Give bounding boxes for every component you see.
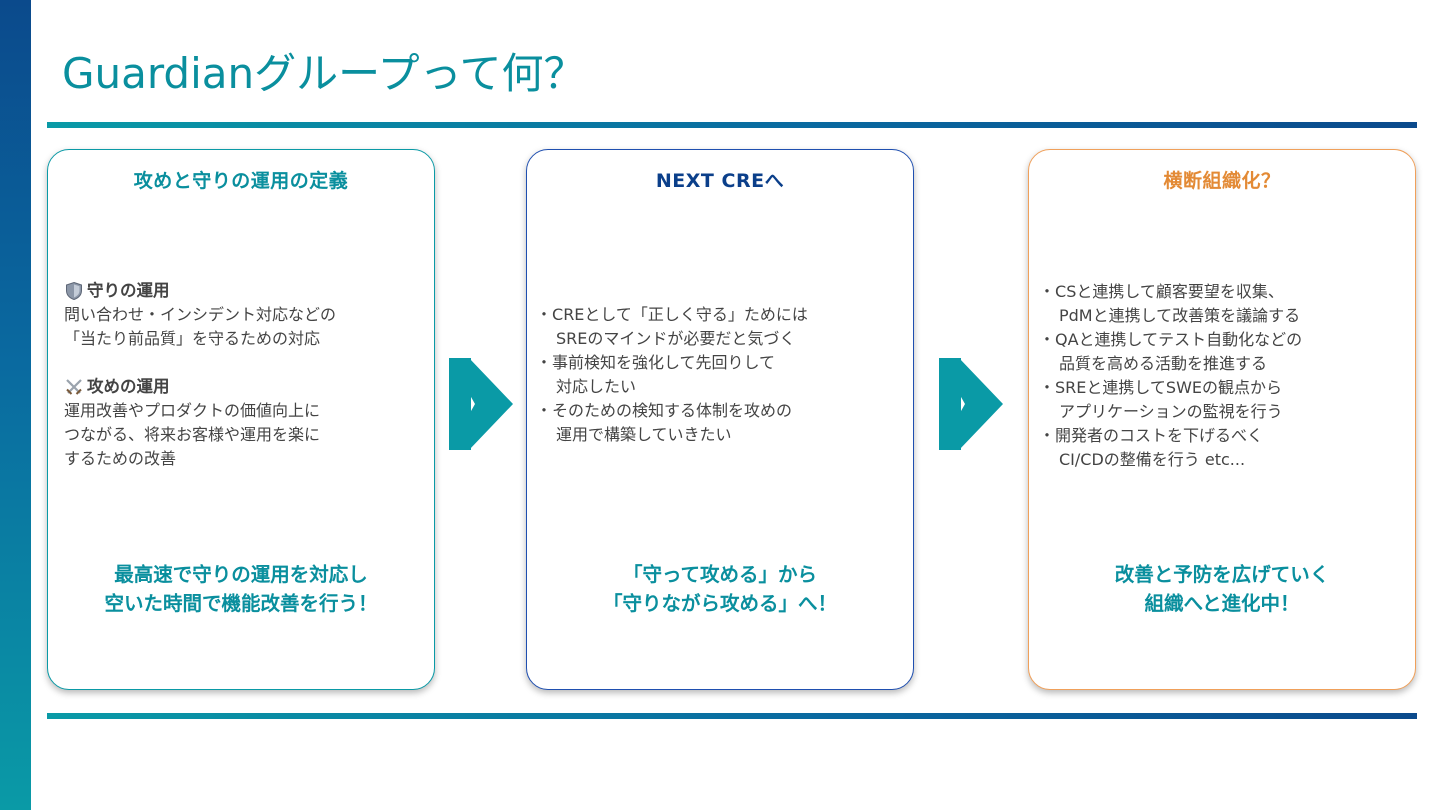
- offense-section: 攻めの運用 運用改善やプロダクトの価値向上に つながる、将来お客様や運用を楽に …: [64, 375, 336, 471]
- bullet-list: CSと連携して顧客要望を収集、 PdMと連携して改善策を議論する QAと連携して…: [1045, 280, 1302, 472]
- footer-line: 「守って攻める」から: [622, 563, 818, 586]
- footer-line: 「守りながら攻める」へ！: [602, 592, 837, 615]
- right-arrow-icon: [449, 358, 513, 450]
- slide-title: Guardianグループって何？: [62, 49, 586, 98]
- footer-line: 空いた時間で機能改善を行う！: [104, 592, 378, 615]
- section-heading: 攻めの運用: [64, 375, 336, 399]
- list-item: 開発者のコストを下げるべく CI/CDの整備を行う etc...: [1045, 424, 1302, 472]
- bullet-line: そのための検知する体制を攻めの: [542, 399, 808, 423]
- card-footer: 「守って攻める」から 「守りながら攻める」へ！: [527, 560, 913, 618]
- card-ops-definition: 攻めと守りの運用の定義 守りの運用 問い合わせ・インシデント対応などの 「当たり…: [47, 149, 435, 690]
- bullet-list: CREとして「正しく守る」ためには SREのマインドが必要だと気づく 事前検知を…: [542, 303, 808, 447]
- shield-icon: [64, 281, 84, 301]
- list-item: 事前検知を強化して先回りして 対応したい: [542, 351, 808, 399]
- bullet-line: 事前検知を強化して先回りして: [542, 351, 808, 375]
- bullet-line: 開発者のコストを下げるべく: [1045, 424, 1302, 448]
- list-item: そのための検知する体制を攻めの 運用で構築していきたい: [542, 399, 808, 447]
- defense-section: 守りの運用 問い合わせ・インシデント対応などの 「当たり前品質」を守るための対応: [64, 279, 336, 351]
- section-line: 問い合わせ・インシデント対応などの: [64, 305, 337, 324]
- bottom-divider: [47, 713, 1417, 719]
- card-title: 攻めと守りの運用の定義: [133, 170, 349, 192]
- card-title: NEXT CREへ: [655, 170, 785, 192]
- section-heading: 守りの運用: [64, 279, 336, 303]
- bullet-line: SREと連携してSWEの観点から: [1045, 376, 1302, 400]
- bullet-line: CREとして「正しく守る」ためには: [542, 303, 808, 327]
- left-accent-bar: [0, 0, 31, 810]
- bullet-line: PdMと連携して改善策を議論する: [1059, 306, 1301, 325]
- bullet-line: 品質を高める活動を推進する: [1059, 354, 1268, 373]
- card-next-cre: NEXT CREへ CREとして「正しく守る」ためには SREのマインドが必要だ…: [526, 149, 914, 690]
- top-divider: [47, 122, 1417, 128]
- section-line: つながる、将来お客様や運用を楽に: [64, 425, 321, 444]
- section-heading-text: 攻めの運用: [87, 377, 170, 396]
- bullet-line: 対応したい: [556, 377, 637, 396]
- bullet-line: アプリケーションの監視を行う: [1059, 402, 1283, 421]
- card-title: 横断組織化？: [1163, 170, 1281, 192]
- section-line: 「当たり前品質」を守るための対応: [64, 329, 321, 348]
- card-cross-functional: 横断組織化？ CSと連携して顧客要望を収集、 PdMと連携して改善策を議論する …: [1028, 149, 1416, 690]
- card-footer: 最高速で守りの運用を対応し 空いた時間で機能改善を行う！: [48, 560, 434, 618]
- crossed-swords-icon: [64, 377, 84, 397]
- bullet-line: CI/CDの整備を行う etc...: [1059, 450, 1246, 469]
- card-body: 守りの運用 問い合わせ・インシデント対応などの 「当たり前品質」を守るための対応…: [64, 279, 336, 471]
- bullet-line: 運用で構築していきたい: [556, 425, 732, 444]
- list-item: SREと連携してSWEの観点から アプリケーションの監視を行う: [1045, 376, 1302, 424]
- card-footer: 改善と予防を広げていく 組織へと進化中！: [1029, 560, 1415, 618]
- list-item: CSと連携して顧客要望を収集、 PdMと連携して改善策を議論する: [1045, 280, 1302, 328]
- section-line: するための改善: [64, 449, 177, 468]
- footer-line: 改善と予防を広げていく: [1114, 563, 1330, 586]
- bullet-line: SREのマインドが必要だと気づく: [556, 329, 796, 348]
- list-item: QAと連携してテスト自動化などの 品質を高める活動を推進する: [1045, 328, 1302, 376]
- list-item: CREとして「正しく守る」ためには SREのマインドが必要だと気づく: [542, 303, 808, 351]
- section-line: 運用改善やプロダクトの価値向上に: [64, 401, 321, 420]
- section-heading-text: 守りの運用: [87, 281, 170, 300]
- bullet-line: CSと連携して顧客要望を収集、: [1045, 280, 1302, 304]
- bullet-line: QAと連携してテスト自動化などの: [1045, 328, 1302, 352]
- right-arrow-icon: [939, 358, 1003, 450]
- footer-line: 最高速で守りの運用を対応し: [114, 563, 368, 586]
- footer-line: 組織へと進化中！: [1144, 592, 1300, 615]
